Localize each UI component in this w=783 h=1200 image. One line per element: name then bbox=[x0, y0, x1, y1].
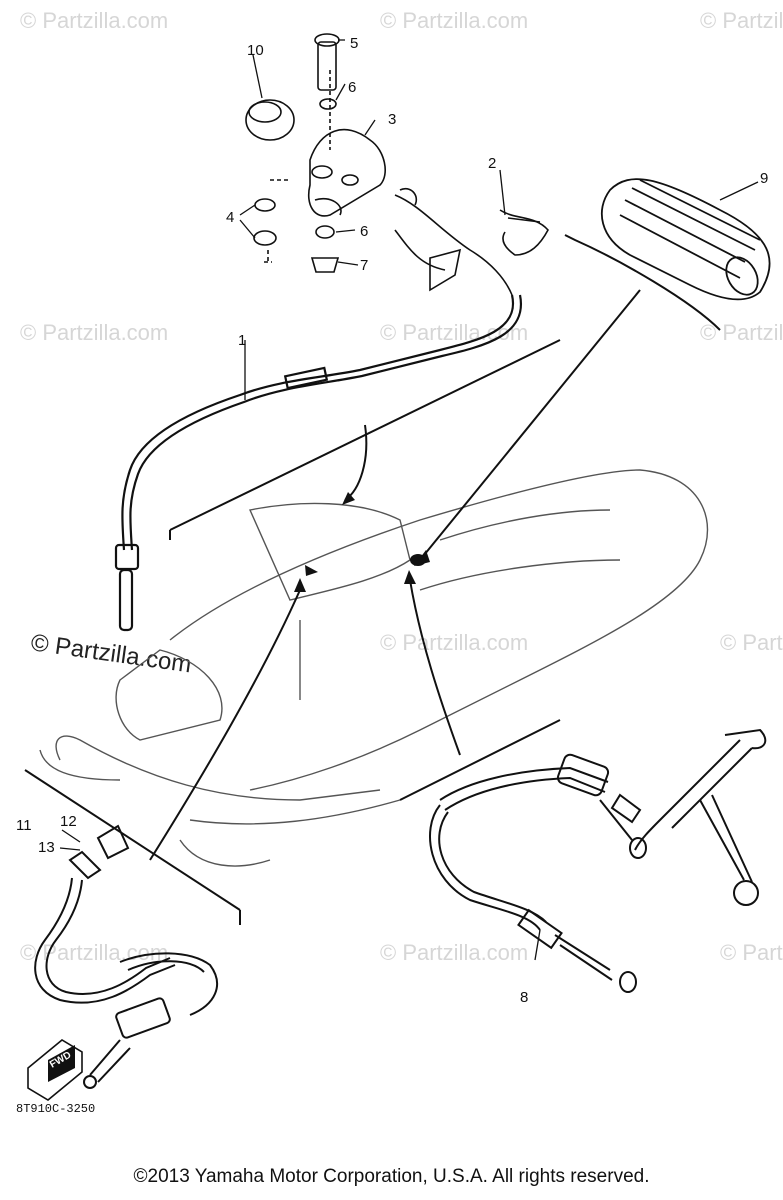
fwd-marker: FWD bbox=[28, 1040, 82, 1100]
cable-end-icon bbox=[116, 545, 138, 569]
throttle-housing-assembly bbox=[246, 34, 548, 295]
watermark-text: © Partzilla.com bbox=[380, 8, 528, 33]
callout-12: 12 bbox=[60, 813, 77, 830]
cable-11 bbox=[35, 826, 217, 1088]
watermark-text: © Partzilla.com bbox=[720, 940, 783, 965]
copyright-notice: ©2013 Yamaha Motor Corporation, U.S.A. A… bbox=[133, 1166, 650, 1187]
watermark-text: © Partzilla.com bbox=[700, 8, 783, 33]
callout-8: 8 bbox=[520, 989, 528, 1006]
arrow-heads bbox=[294, 492, 430, 592]
nut-4b-icon bbox=[254, 231, 276, 245]
washer-6-icon bbox=[320, 99, 336, 109]
cable-adjuster-icon bbox=[285, 368, 327, 388]
throttle-housing-3-icon bbox=[309, 130, 386, 216]
callout-1: 1 bbox=[238, 332, 246, 349]
callout-numbers: 10 5 6 3 2 9 4 6 7 1 11 12 13 8 bbox=[16, 35, 768, 1006]
leader-arrows bbox=[150, 290, 640, 860]
callout-10: 10 bbox=[247, 42, 264, 59]
spacer-10-icon bbox=[246, 100, 294, 140]
watermark-text: © Partzilla.com bbox=[380, 940, 528, 965]
callout-6b: 6 bbox=[360, 223, 368, 240]
callout-9: 9 bbox=[760, 170, 768, 187]
callout-leaders bbox=[60, 40, 758, 960]
brake-cable-8 bbox=[430, 730, 765, 992]
diagram-code: 8T910C-3250 bbox=[16, 1102, 95, 1116]
watermark-text: © Partzilla.com bbox=[20, 320, 168, 345]
callout-13: 13 bbox=[38, 839, 55, 856]
washer-6b-icon bbox=[316, 226, 334, 238]
grip-icon bbox=[602, 179, 770, 299]
callout-3: 3 bbox=[388, 111, 396, 128]
nut-4a-icon bbox=[255, 199, 275, 211]
clip-12-icon bbox=[98, 826, 128, 858]
brake-lever-icon bbox=[635, 740, 740, 850]
callout-2: 2 bbox=[488, 155, 496, 172]
bolt-5-icon bbox=[318, 42, 336, 90]
callout-6a: 6 bbox=[348, 79, 356, 96]
watermark-text-main: © Partzilla.com bbox=[29, 629, 193, 678]
callout-7: 7 bbox=[360, 257, 368, 274]
callout-5: 5 bbox=[350, 35, 358, 52]
grip-9 bbox=[602, 179, 770, 300]
throttle-cable-1 bbox=[116, 295, 521, 630]
callout-4: 4 bbox=[226, 209, 234, 226]
snowmobile-outline bbox=[40, 470, 708, 866]
watermark-text: © Partzilla.com bbox=[20, 940, 168, 965]
watermark-text: © Partzilla.com bbox=[20, 8, 168, 33]
callout-11: 11 bbox=[16, 817, 32, 834]
watermark-text: © Partzilla.com bbox=[380, 630, 528, 655]
watermark-text: © Partzilla.com bbox=[720, 630, 783, 655]
nut-7-icon bbox=[312, 258, 338, 272]
section-lines bbox=[25, 235, 720, 925]
watermark-group: © Partzilla.com © Partzilla.com © Partzi… bbox=[20, 8, 783, 965]
